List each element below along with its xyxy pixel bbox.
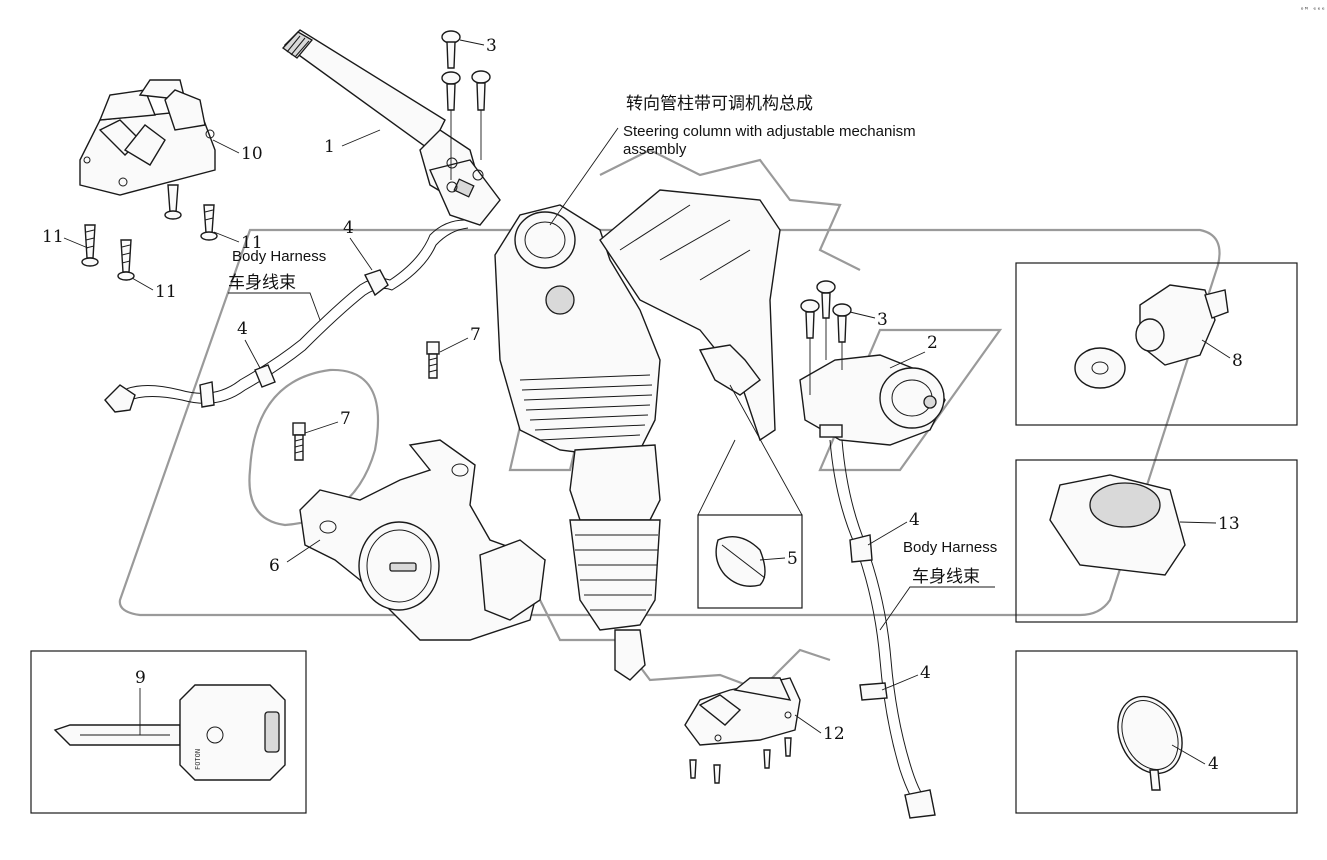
callout-6: 6 — [269, 556, 280, 576]
cover-13[interactable] — [1049, 474, 1186, 576]
inset-box-8 — [1015, 262, 1298, 426]
inset-box-9 — [30, 650, 307, 814]
callout-11b: 11 — [241, 233, 263, 253]
sensor-8[interactable] — [1074, 284, 1229, 389]
callout-4c: 4 — [909, 510, 920, 530]
inset-5-leaders — [697, 384, 803, 516]
callout-4d: 4 — [920, 663, 931, 683]
screw-11d[interactable] — [164, 184, 182, 220]
harness-label-cn-left: 车身线束 — [228, 273, 296, 293]
inset-box-13 — [1015, 459, 1298, 623]
inset-box-5 — [697, 514, 803, 609]
cable-clip-5[interactable] — [715, 536, 766, 587]
callout-5: 5 — [787, 549, 798, 569]
assembly-title-cn: 转向管柱带可调机构总成 — [626, 94, 813, 114]
callout-4a: 4 — [343, 218, 354, 238]
callout-11c: 11 — [155, 282, 177, 302]
callout-9: 9 — [135, 668, 146, 688]
assembly-title-en-line1: Steering column with adjustable mechanis… — [623, 123, 916, 140]
callout-3-top: 3 — [486, 36, 497, 56]
callout-12: 12 — [823, 724, 845, 744]
callout-11a: 11 — [42, 227, 64, 247]
ignition-key-9[interactable]: FOTON — [53, 684, 286, 781]
callout-labels: 1 2 3 3 4 4 4 4 4 5 6 7 7 8 9 10 11 1 — [42, 36, 1243, 774]
harness-leader-left — [228, 292, 321, 321]
callout-7-upper: 7 — [470, 325, 481, 345]
callout-10: 10 — [241, 144, 263, 164]
callout-2: 2 — [927, 333, 938, 353]
callout-13: 13 — [1218, 514, 1240, 534]
ignition-lock-6[interactable] — [299, 439, 546, 641]
callout-1: 1 — [324, 137, 335, 157]
screw-3-top[interactable] — [441, 30, 491, 180]
inset-box-4 — [1015, 650, 1298, 814]
combination-switch-lever[interactable] — [282, 29, 501, 226]
switch-2[interactable] — [799, 354, 946, 446]
body-harness-right — [829, 439, 936, 819]
screw-3-right[interactable] — [800, 280, 852, 395]
callout-8: 8 — [1232, 351, 1243, 371]
bolt-7-upper[interactable] — [426, 341, 440, 379]
screw-11c[interactable] — [200, 204, 218, 241]
callout-4e: 4 — [1208, 754, 1219, 774]
corner-mark: ᵒᴹ ᵉᵉᵉ — [1300, 6, 1325, 14]
screw-11b[interactable] — [117, 239, 135, 281]
body-harness-left — [104, 219, 469, 413]
harness-leader-right — [879, 586, 995, 631]
switch-block-12[interactable] — [684, 677, 801, 784]
switch-block-10[interactable] — [79, 79, 216, 196]
harness-label-cn-right: 车身线束 — [912, 567, 980, 587]
bolt-7-lower[interactable] — [292, 422, 306, 461]
assembly-title-en-line2: assembly — [623, 141, 687, 158]
harness-label-en-left: Body Harness — [232, 248, 326, 265]
harness-label-en-right: Body Harness — [903, 539, 997, 556]
steering-column-assembly[interactable] — [494, 189, 781, 681]
key-brand-text: FOTON — [194, 749, 202, 770]
screw-11a[interactable] — [81, 224, 99, 267]
callout-3-right: 3 — [877, 310, 888, 330]
callout-4b: 4 — [237, 319, 248, 339]
hose-clamp-4[interactable] — [1106, 686, 1194, 791]
callout-7-lower: 7 — [340, 409, 351, 429]
assembly-title-leader — [549, 127, 619, 226]
